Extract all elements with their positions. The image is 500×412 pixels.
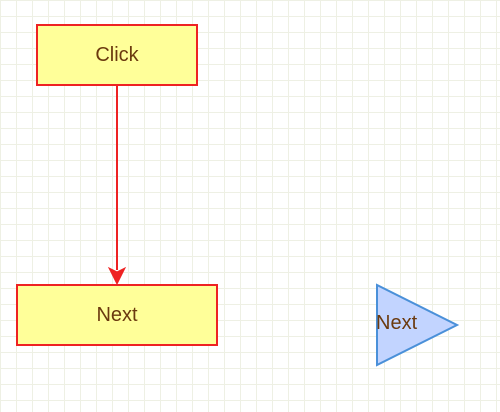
node-next[interactable]: Next	[16, 284, 218, 346]
node-next-label: Next	[96, 303, 138, 326]
node-next-triangle-label: Next	[376, 312, 418, 334]
node-click-label: Click	[95, 43, 139, 66]
node-next-triangle[interactable]	[376, 283, 460, 367]
edge-arrowhead	[107, 266, 127, 286]
node-click[interactable]: Click	[36, 24, 198, 86]
